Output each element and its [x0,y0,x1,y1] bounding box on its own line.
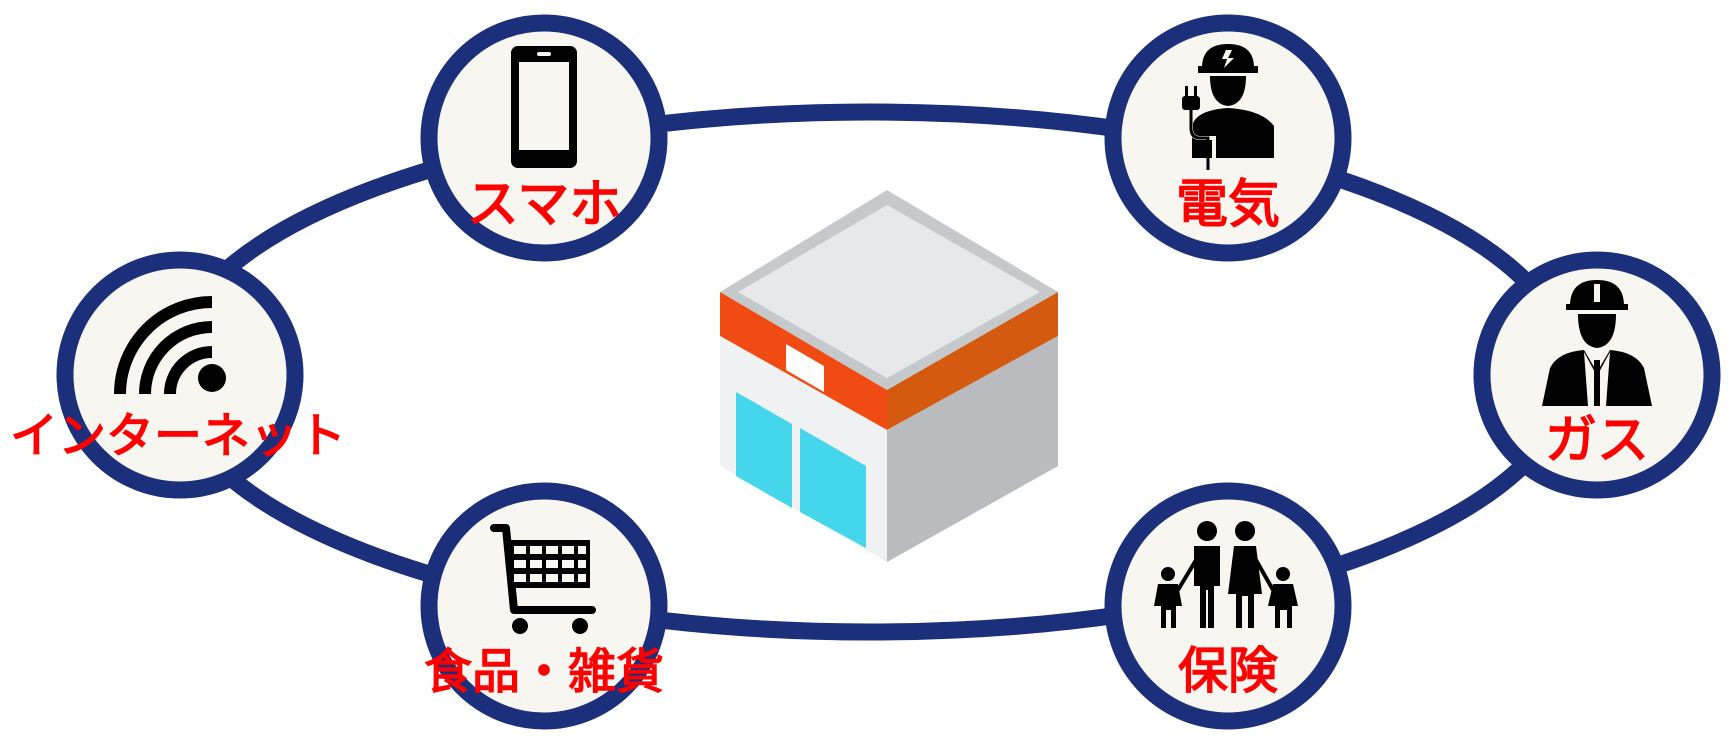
electrician-icon [1182,44,1274,170]
node-gas: ガス [1473,251,1721,499]
node-label-smartphone: スマホ [467,175,621,235]
node-smartphone: スマホ [420,14,668,262]
node-label-electricity: 電気 [1176,175,1280,235]
family-icon [1154,521,1298,628]
convenience-store-icon [720,190,1058,562]
node-electricity: 電気 [1104,14,1352,262]
node-food: 食品・雑貨 [420,482,668,730]
wifi-icon [114,296,226,395]
node-circle [1104,482,1352,730]
node-label-gas: ガス [1545,411,1649,471]
node-label-food: 食品・雑貨 [424,644,664,700]
smartphone-icon [511,46,577,168]
node-internet: インターネット [10,251,346,499]
gas-worker-icon [1542,280,1652,406]
node-insurance: 保険 [1104,482,1352,730]
node-label-internet: インターネット [10,408,346,464]
shopping-cart-icon [490,524,596,634]
node-label-insurance: 保険 [1178,642,1279,700]
